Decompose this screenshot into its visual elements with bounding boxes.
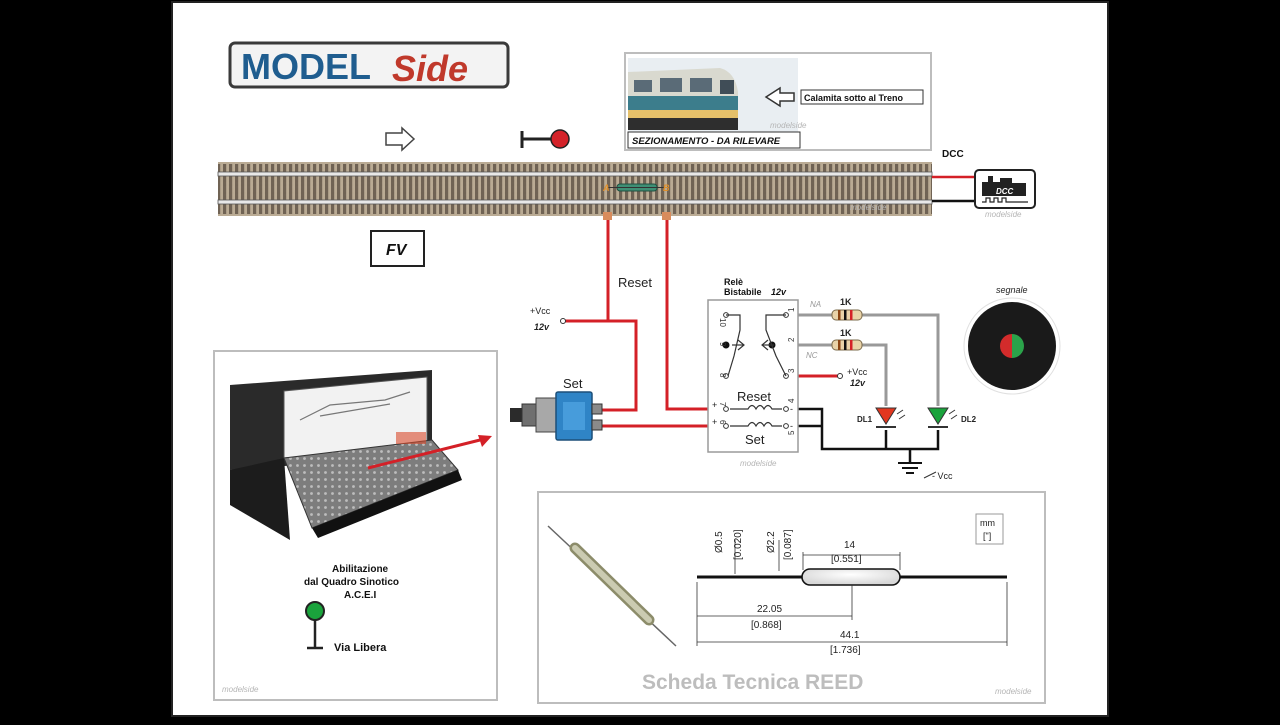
pointer-arrow-icon <box>478 435 492 447</box>
vcc-top-label: +Vcc <box>530 306 551 316</box>
set-switch-label: Set <box>563 376 583 391</box>
dim-body-2: [0.551] <box>831 554 862 565</box>
ground-arrow-icon <box>923 471 937 479</box>
railway-track: A B <box>217 162 933 220</box>
pin-7: 7 <box>718 402 727 407</box>
pin-10: 10 <box>718 318 727 327</box>
resistor-1 <box>831 309 863 321</box>
locomotive-icon <box>982 176 1026 196</box>
watermark-reed: modelside <box>995 687 1032 696</box>
via-libera-label: Via Libera <box>334 642 387 654</box>
vcc-right-label: +Vcc <box>847 367 868 377</box>
unit-inch: ["] <box>983 531 991 541</box>
set-push-button <box>510 391 603 441</box>
track-signal-icon <box>520 129 570 149</box>
reed-switch-photo <box>547 525 677 647</box>
svg-text:+: + <box>712 400 717 410</box>
resistor-2 <box>831 339 863 351</box>
logo-text-side: Side <box>392 48 468 89</box>
vcc-right-volt: 12v <box>850 378 866 388</box>
led-dl2 <box>927 407 958 428</box>
acei-control-desk-image <box>230 370 492 540</box>
logo-text-model: MODEL <box>241 46 371 87</box>
dcc-feed: DCC DCC modelside <box>932 149 1036 219</box>
relay-title-2: Bistabile <box>724 287 762 297</box>
pin-9: 9 <box>718 342 727 347</box>
fv-label: FV <box>386 242 408 259</box>
pin-1: 1 <box>787 307 796 312</box>
contact-a-label: A <box>602 183 610 193</box>
dim-total-1: 44.1 <box>840 630 860 641</box>
dim-half-1: 22.05 <box>757 604 782 615</box>
dim-wire-1: Ø0.5 <box>714 531 725 553</box>
magnet-label: Calamita sotto al Treno <box>804 93 904 103</box>
train-image <box>628 58 798 132</box>
watermark-relay: modelside <box>740 459 777 468</box>
dcc-label: DCC <box>942 149 964 160</box>
signal-label: segnale <box>996 285 1028 295</box>
fv-box <box>370 230 425 267</box>
dim-glass-1: Ø2.2 <box>766 531 777 553</box>
nc-label: NC <box>806 351 818 360</box>
train-inset: modelside SEZIONAMENTO - DA RILEVARE Cal… <box>624 52 932 151</box>
res2-label: 1K <box>840 328 852 338</box>
pin-6: 6 <box>718 420 727 425</box>
wires <box>565 220 940 462</box>
panel-caption-3: A.C.E.I <box>344 590 376 601</box>
dl1-label: DL1 <box>857 415 873 424</box>
inset-caption: SEZIONAMENTO - DA RILEVARE <box>632 136 781 147</box>
dim-total-2: [1.736] <box>830 645 861 656</box>
led-dl1 <box>875 407 906 428</box>
watermark-dcc: modelside <box>985 210 1022 219</box>
relay-title-volt: 12v <box>771 287 787 297</box>
panel-caption-2: dal Quadro Sinotico <box>304 577 399 588</box>
dim-wire-2: [0.020] <box>733 529 744 560</box>
dcc-box-text: DCC <box>996 187 1014 196</box>
pin-8: 8 <box>718 373 727 378</box>
panel-caption-1: Abilitazione <box>332 564 389 575</box>
relay-coil-set: Set <box>745 432 765 447</box>
res1-label: 1K <box>840 297 852 307</box>
watermark-inset: modelside <box>770 121 807 130</box>
ground-icon <box>898 462 922 474</box>
watermark-panel: modelside <box>222 685 259 694</box>
relay-coil-reset: Reset <box>737 389 771 404</box>
gnd-label: - Vcc <box>932 471 953 481</box>
dim-body-1: 14 <box>844 540 856 551</box>
na-label: NA <box>810 300 821 309</box>
relay-title-1: Relè <box>724 277 743 287</box>
reed-dimension-drawing <box>696 540 1008 646</box>
contact-b-label: B <box>663 183 670 193</box>
unit-mm: mm <box>980 518 995 528</box>
direction-arrow-icon <box>385 126 416 152</box>
pin-5: 5 <box>787 430 796 435</box>
svg-text:+: + <box>712 417 717 427</box>
dim-half-2: [0.868] <box>751 620 782 631</box>
pin-2: 2 <box>787 337 796 342</box>
modelside-logo: MODEL Side <box>228 41 510 89</box>
dim-glass-2: [0.087] <box>783 529 794 560</box>
reset-wire-label: Reset <box>618 275 652 290</box>
green-signal-icon <box>305 601 325 650</box>
pin-4: 4 <box>787 398 796 403</box>
vcc-top-volt: 12v <box>534 322 550 332</box>
dl2-label: DL2 <box>961 415 977 424</box>
reed-sheet-title: Scheda Tecnica REED <box>642 671 863 694</box>
svg-text:-: - <box>790 404 793 414</box>
svg-text:-: - <box>790 421 793 431</box>
pin-3: 3 <box>787 368 796 373</box>
arrow-left-icon <box>764 86 795 108</box>
watermark-track: modelside <box>850 203 887 212</box>
bistable-relay: Relè Bistabile 12v Reset Set + + - - 10 <box>707 277 799 468</box>
signal-head-icon <box>963 297 1061 395</box>
